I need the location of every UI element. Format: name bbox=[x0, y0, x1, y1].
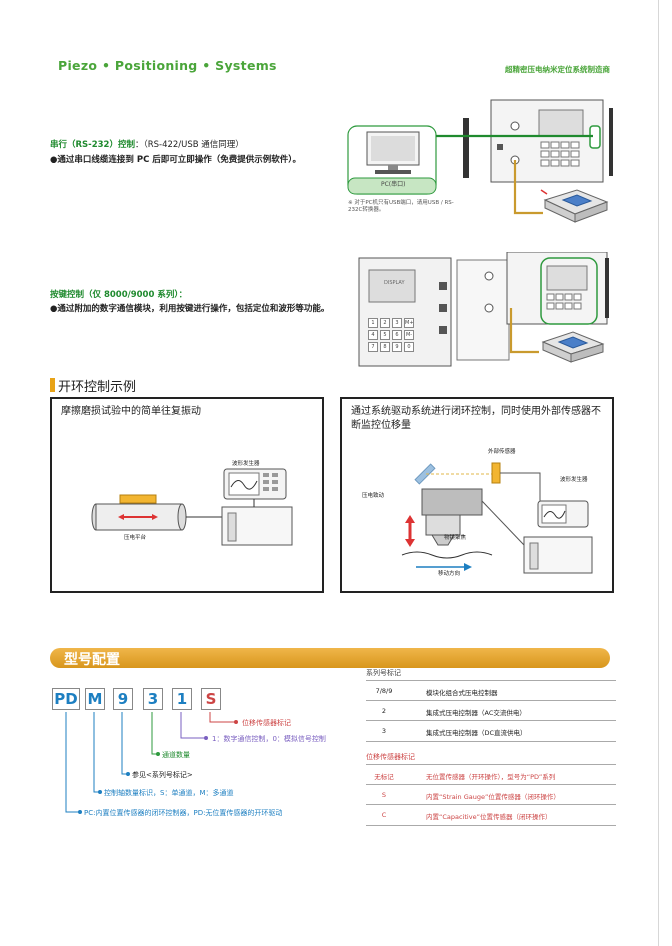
piezo-actuator-label: 压电致动 bbox=[362, 493, 385, 499]
legend-series-ref: 参见<系列号标记> bbox=[132, 771, 193, 779]
example-box-1: 摩擦磨损试验中的简单往复振动 波形发生器 压电平台 bbox=[50, 397, 324, 593]
example-box-2: 通过系统驱动系统进行闭环控制，同时使用外部传感器不断监控位移量 外部传感器 波形… bbox=[340, 397, 614, 593]
document-subtitle: 超精密压电纳米定位系统制造商 bbox=[505, 65, 610, 74]
section-marker bbox=[50, 378, 55, 392]
keypad-key: 9 bbox=[392, 342, 402, 352]
legend-sensor-mark: 位移传感器标记 bbox=[242, 719, 291, 727]
keypad-key: M+ bbox=[404, 318, 414, 328]
keypad-key: 8 bbox=[380, 342, 390, 352]
model-code-leader-lines bbox=[65, 712, 238, 814]
keypad-connection-diagram bbox=[357, 252, 617, 372]
keypad-grid: 1 2 3 M+ 4 5 6 M- 7 8 9 0 bbox=[368, 318, 416, 352]
pc-serial-label: PC(串口) bbox=[381, 181, 406, 188]
keypad-key: 4 bbox=[368, 330, 378, 340]
legend-channel-count: 通道数量 bbox=[162, 751, 190, 759]
model-config-title: 型号配置 bbox=[64, 652, 120, 668]
open-loop-heading: 开环控制示例 bbox=[58, 380, 137, 395]
keypad-control-title: 按键控制（仅 8000/9000 系列）： bbox=[50, 290, 188, 300]
waveform-generator-label-1: 波形发生器 bbox=[232, 461, 260, 467]
table-row: 2 集成式压电控制器（AC交流供电） bbox=[366, 700, 616, 721]
table-row: 无标记 无位置传感器（开环操作），型号为“PD”系列 bbox=[366, 764, 616, 785]
table-row: 7/8/9 模块化组合式压电控制器 bbox=[366, 680, 616, 701]
usb-converter-note: ※ 对于PC机只有USB端口，请用USB / RS-232C转换器。 bbox=[348, 200, 454, 214]
example-1-title: 摩擦磨损试验中的简单往复振动 bbox=[61, 406, 201, 417]
keypad-key: 2 bbox=[380, 318, 390, 328]
code-part-sensor: S bbox=[201, 688, 221, 710]
objective-focus-label: 物镜聚焦 bbox=[444, 535, 467, 541]
table-row: 3 集成式压电控制器（DC直流供电） bbox=[366, 720, 616, 742]
serial-control-title: 串行（RS-232）控制：（RS-422/USB 通信同理） bbox=[50, 140, 244, 150]
piezo-stage-label: 压电平台 bbox=[124, 535, 147, 541]
series-table-heading: 系列号标记 bbox=[366, 669, 401, 677]
brand-title: Piezo • Positioning • Systems bbox=[58, 58, 277, 73]
serial-control-desc: ●通过串口线缆连接到 PC 后即可立即操作（免费提供示例软件）。 bbox=[50, 155, 302, 165]
example-2-title: 通过系统驱动系统进行闭环控制，同时使用外部传感器不断监控位移量 bbox=[351, 406, 601, 431]
code-part-m: M bbox=[85, 688, 105, 710]
external-sensor-label: 外部传感器 bbox=[488, 449, 516, 455]
keypad-key: 6 bbox=[392, 330, 402, 340]
keypad-key: 0 bbox=[404, 342, 414, 352]
code-part-comm: 1 bbox=[172, 688, 192, 710]
page-margin-line bbox=[658, 0, 659, 946]
example-2-diagram bbox=[401, 462, 593, 574]
legend-comm-mode: 1：数字通信控制，0：模拟信号控制 bbox=[212, 735, 326, 743]
model-config-banner: 型号配置 bbox=[50, 648, 610, 668]
code-part-channels: 3 bbox=[143, 688, 163, 710]
waveform-generator-label-2: 波形发生器 bbox=[560, 477, 588, 483]
code-part-series: 9 bbox=[113, 688, 133, 710]
keypad-control-desc: ●通过附加的数字通信模块，利用按键进行操作，包括定位和波形等功能。 bbox=[50, 304, 330, 314]
keypad-key: 1 bbox=[368, 318, 378, 328]
keypad-key: 5 bbox=[380, 330, 390, 340]
keypad-key: 3 bbox=[392, 318, 402, 328]
table-row: C 内置“Capacitive”位置传感器（闭环操作） bbox=[366, 804, 616, 826]
legend-controller-type: PC:内置位置传感器的闭环控制器，PD:无位置传感器的开环驱动 bbox=[84, 809, 283, 817]
sensor-table-heading: 位移传感器标记 bbox=[366, 753, 415, 761]
keypad-key: 7 bbox=[368, 342, 378, 352]
legend-axis-count: 控制轴数量标识，S：单通道，M：多通道 bbox=[104, 789, 234, 797]
serial-connection-diagram bbox=[345, 98, 615, 248]
keypad-key: M- bbox=[404, 330, 414, 340]
code-part-pd: PD bbox=[52, 688, 80, 710]
move-direction-label: 移动方向 bbox=[438, 571, 461, 577]
example-1-diagram bbox=[91, 468, 293, 546]
keypad-screen-label: DISPLAY bbox=[384, 280, 405, 286]
table-row: S 内置“Strain Gauge”位置传感器（闭环操作） bbox=[366, 784, 616, 805]
